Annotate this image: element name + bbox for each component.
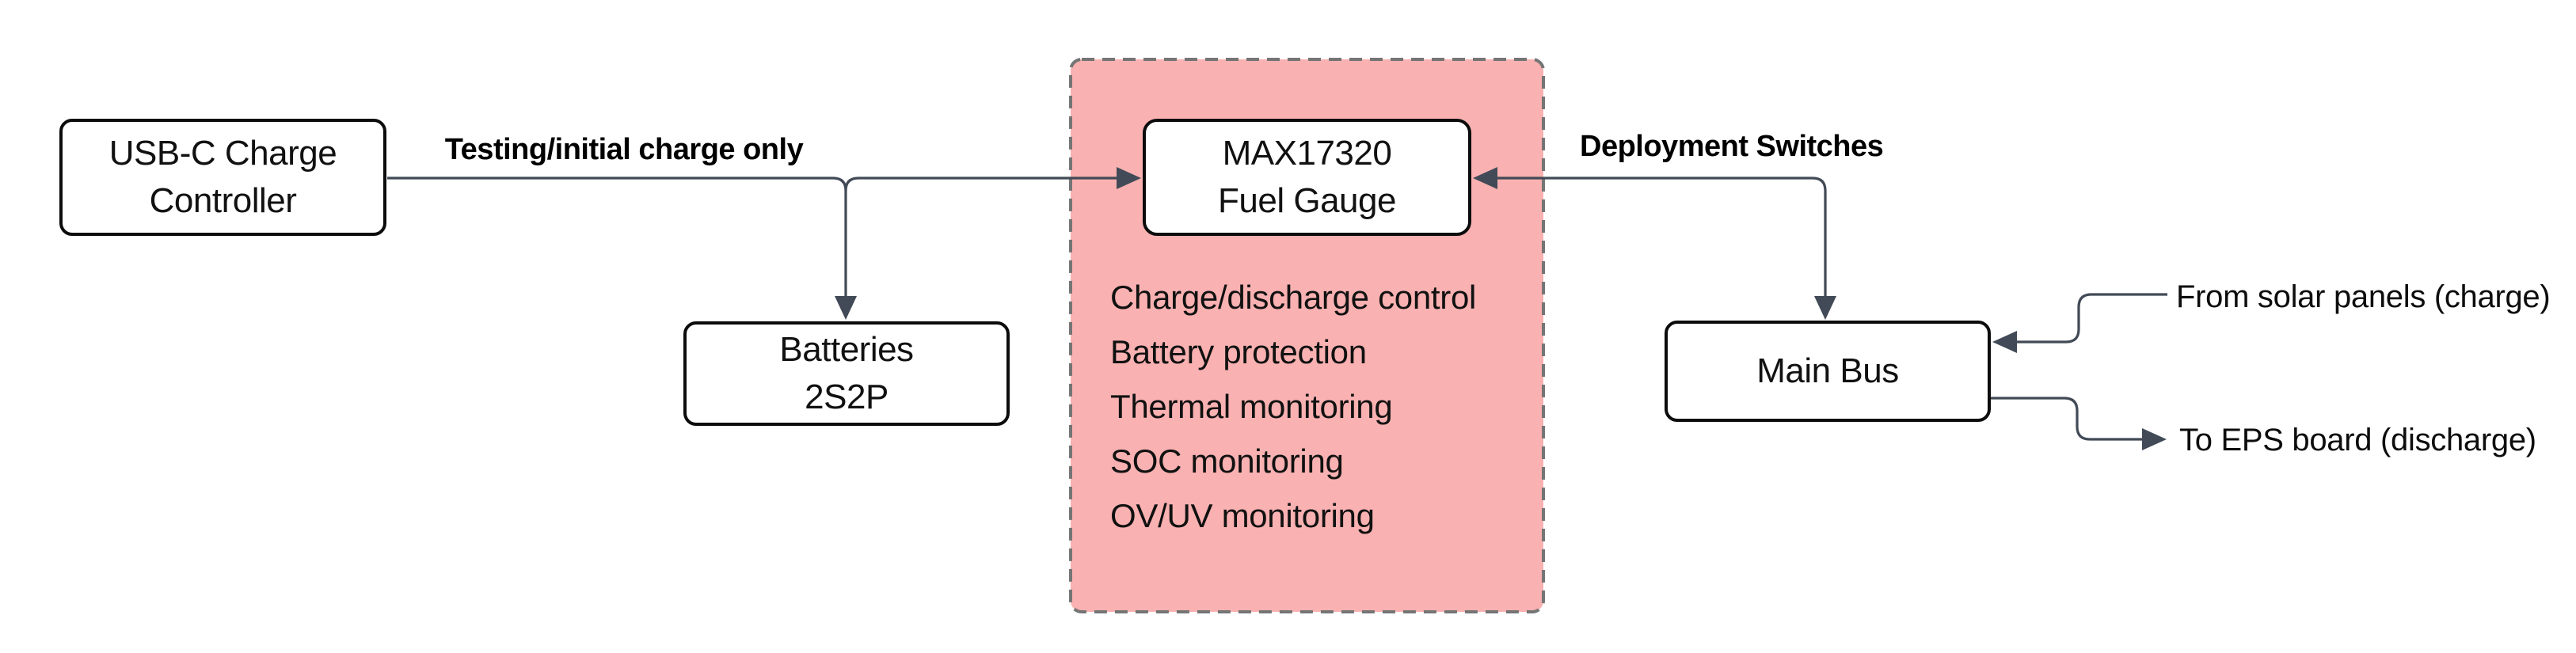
arrowhead-into-main-bus-right (1992, 331, 2017, 353)
wire-solar-to-main-bus (2016, 293, 2167, 344)
to-eps-board-label: To EPS board (discharge) (2179, 423, 2536, 457)
feature-item: OV/UV monitoring (1110, 497, 1375, 534)
wire-main-bus-to-eps (1991, 397, 2143, 441)
wire-junction-to-fuel-gauge (844, 177, 1117, 192)
batteries-node-label-line1: Batteries (779, 330, 914, 369)
max17320-fuel-gauge-node: MAX17320 Fuel Gauge (1143, 119, 1471, 236)
deployment-switches-label: Deployment Switches (1580, 130, 1884, 163)
feature-item: Charge/discharge control (1110, 279, 1477, 316)
arrowhead-into-fuel-gauge-right (1473, 167, 1497, 189)
batteries-node-label-line2: 2S2P (805, 378, 888, 416)
wire-usbc-to-batteries (387, 177, 847, 298)
feature-item: Thermal monitoring (1110, 388, 1393, 425)
batteries-node: Batteries 2S2P (683, 321, 1010, 426)
main-bus-node: Main Bus (1665, 321, 1991, 422)
fuel-gauge-node-label-line2: Fuel Gauge (1218, 181, 1396, 220)
arrowhead-into-fuel-gauge-left (1117, 167, 1141, 189)
testing-initial-charge-label: Testing/initial charge only (444, 133, 804, 166)
usbc-node-label-line2: Controller (149, 181, 297, 220)
wire-main-bus-to-fuel-gauge (1497, 177, 1827, 297)
from-solar-panels-label: From solar panels (charge) (2176, 279, 2551, 314)
arrowhead-into-main-bus-top (1814, 296, 1836, 320)
feature-item: SOC monitoring (1110, 442, 1344, 480)
fuel-gauge-node-label-line1: MAX17320 (1222, 134, 1392, 173)
usbc-charge-controller-node: USB-C Charge Controller (59, 119, 386, 236)
feature-item: Battery protection (1110, 333, 1367, 370)
usbc-node-label-line1: USB-C Charge (108, 134, 337, 173)
arrowhead-into-batteries (835, 296, 857, 320)
main-bus-node-label: Main Bus (1756, 351, 1899, 390)
arrowhead-to-eps (2142, 428, 2167, 450)
fuel-gauge-feature-list: Charge/discharge control Battery protect… (1110, 270, 1476, 543)
